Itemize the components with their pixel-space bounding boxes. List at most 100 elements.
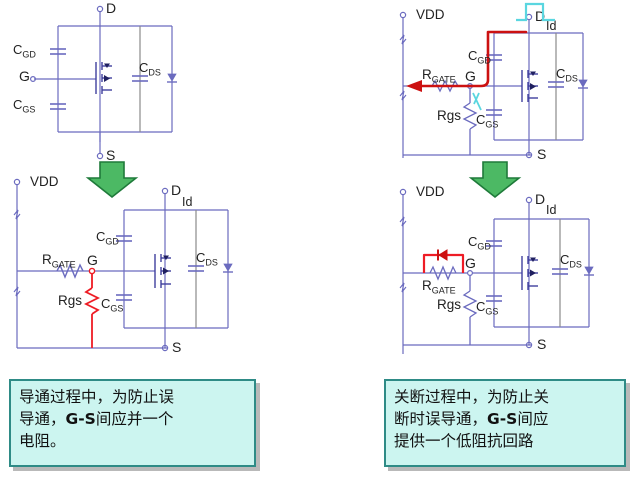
label-cgd-main: C — [468, 234, 478, 249]
label-cds-bottom-left: CDS — [196, 250, 218, 268]
label-drain-bottom-right: D — [535, 191, 546, 207]
mosfet-drain-arrow-glyph — [104, 63, 110, 68]
label-cgd-top-right: CGD — [468, 48, 491, 66]
label-source-bottom-right: S — [537, 336, 547, 352]
capacitor-cgd — [116, 235, 132, 242]
mosfet-drain-arrow-glyph — [163, 255, 169, 260]
label-drain-bottom-left: D — [171, 182, 182, 198]
vdd-break-mark-upper — [399, 34, 407, 45]
label-cgs-top-right: CGS — [476, 112, 498, 130]
label-cgs-sub: GS — [485, 306, 499, 317]
label-rgate-top-right: RGATE — [422, 67, 456, 85]
mosfet-arrow-glyph — [530, 269, 536, 277]
label-cds-main: C — [196, 250, 206, 265]
callout-right-line2-post: 间应 — [517, 410, 549, 428]
mosfet-arrow-glyph — [163, 267, 169, 275]
green-down-arrow-right-icon — [468, 161, 522, 199]
terminal-gate-dot — [30, 75, 37, 82]
capacitor-cgs — [486, 295, 502, 302]
label-id-bottom-left: Id — [182, 195, 193, 209]
label-cgs-sub: GS — [22, 104, 36, 115]
label-cgs-bottom-left: CGS — [101, 296, 123, 314]
label-cgs-main: C — [476, 299, 486, 314]
dvdt-current-path-highlight — [420, 30, 528, 88]
panel-top-left: C GD CGS CDS D S G — [0, 0, 320, 165]
capacitor-cgd — [486, 240, 502, 247]
mosfet-symbol — [521, 256, 538, 290]
label-drain-top-left: D — [106, 0, 117, 16]
body-diode-symbol — [578, 79, 588, 89]
label-vdd-bottom-right: VDD — [416, 184, 445, 199]
label-cds-top-left: CDS — [139, 60, 161, 78]
label-rgate-main: R — [42, 252, 52, 267]
terminal-vdd-dot — [399, 11, 407, 19]
mosfet-arrow-glyph — [530, 83, 536, 90]
label-gate-top-right: G — [465, 68, 476, 84]
label-cds-sub: DS — [148, 67, 161, 78]
label-gate-top-left: G — [19, 68, 30, 84]
label-cgs-top-left: CGS — [13, 97, 35, 115]
capacitor-cds — [188, 265, 204, 272]
label-cgd-sub: GD — [105, 236, 119, 247]
label-source-top-left: S — [106, 147, 116, 163]
capacitor-cgd — [50, 48, 66, 55]
callout-left-line2-bold: G-S — [65, 410, 96, 428]
callout-right: 关断过程中，为防止关 断时误导通，G-S间应 提供一个低阻抗回路 — [384, 379, 626, 467]
mosfet-symbol — [521, 70, 538, 102]
label-cgd-sub: GD — [477, 241, 491, 252]
label-rgate-sub: GATE — [431, 74, 456, 85]
callout-left-line2: 导通，G-S间应并一个 — [19, 408, 250, 430]
terminal-source-dot — [525, 341, 533, 349]
callout-right-line2-bold: G-S — [487, 410, 518, 428]
label-id-bottom-right: Id — [546, 203, 557, 217]
label-vdd-bottom-left: VDD — [30, 174, 59, 189]
mosfet-arrow-glyph — [104, 75, 110, 82]
vdd-break-mark-lower — [399, 282, 407, 293]
label-cgd-sub: GD — [22, 49, 36, 60]
resistor-rgate — [429, 265, 457, 281]
label-cgd-main: C — [468, 48, 478, 63]
label-cds-sub: DS — [205, 257, 218, 268]
callout-right-line2-pre: 断时误导通， — [394, 410, 488, 428]
label-cds-sub: DS — [569, 259, 582, 270]
panel-top-right: VDD RGATE Rgs G CGD CGS CDS D S Id — [380, 0, 640, 165]
terminal-source-dot — [96, 152, 104, 160]
mosfet-drain-arrow-glyph — [530, 71, 536, 76]
dvdt-current-arrowhead — [406, 80, 422, 92]
vdd-break-mark-lower — [399, 90, 407, 101]
circuit-bottom-right-svg — [399, 188, 594, 354]
body-diode-symbol — [584, 266, 594, 276]
terminal-vdd-dot — [13, 178, 21, 186]
circuit-top-left-svg — [30, 5, 177, 160]
label-cgd-main: C — [96, 229, 106, 244]
label-id-top-right: Id — [546, 19, 557, 33]
callout-right-line1: 关断过程中，为防止关 — [394, 388, 550, 406]
callout-left-line2-post: 间应并一个 — [95, 410, 174, 428]
bypass-diode-symbol — [437, 249, 448, 261]
capacitor-cgs — [50, 103, 66, 110]
callout-right-text: 关断过程中，为防止关 断时误导通，G-S间应 提供一个低阻抗回路 — [394, 386, 620, 452]
vdd-break-mark-lower — [13, 286, 21, 297]
label-rgate-bottom-right: RGATE — [422, 278, 456, 296]
label-vdd-top-right: VDD — [416, 7, 445, 22]
label-cgd-bottom-right: CGD — [468, 234, 491, 252]
vdd-break-mark-upper — [13, 209, 21, 220]
label-cgd-sub: GD — [477, 55, 491, 66]
label-cds-sub: DS — [565, 73, 578, 84]
callout-left-line1: 导通过程中，为防止误 — [19, 388, 175, 406]
callout-right-line3: 提供一个低阻抗回路 — [394, 432, 534, 450]
green-arrow-left-wrap — [82, 160, 142, 200]
resistor-rgs-highlight — [83, 271, 101, 348]
label-cgs-sub: GS — [110, 303, 124, 314]
label-cds-top-right: CDS — [556, 66, 578, 84]
label-rgate-bottom-left: RGATE — [42, 252, 76, 270]
body-diode-symbol — [223, 263, 233, 273]
circuit-bottom-left-svg — [13, 178, 233, 352]
label-cgs-main: C — [476, 112, 486, 127]
terminal-source-dot — [525, 151, 533, 159]
gate-node-dot — [466, 269, 473, 276]
label-cds-main: C — [139, 60, 149, 75]
label-rgs-top-right: Rgs — [437, 108, 462, 123]
label-cds-bottom-right: CDS — [560, 252, 582, 270]
body-diode-symbol — [167, 73, 177, 83]
